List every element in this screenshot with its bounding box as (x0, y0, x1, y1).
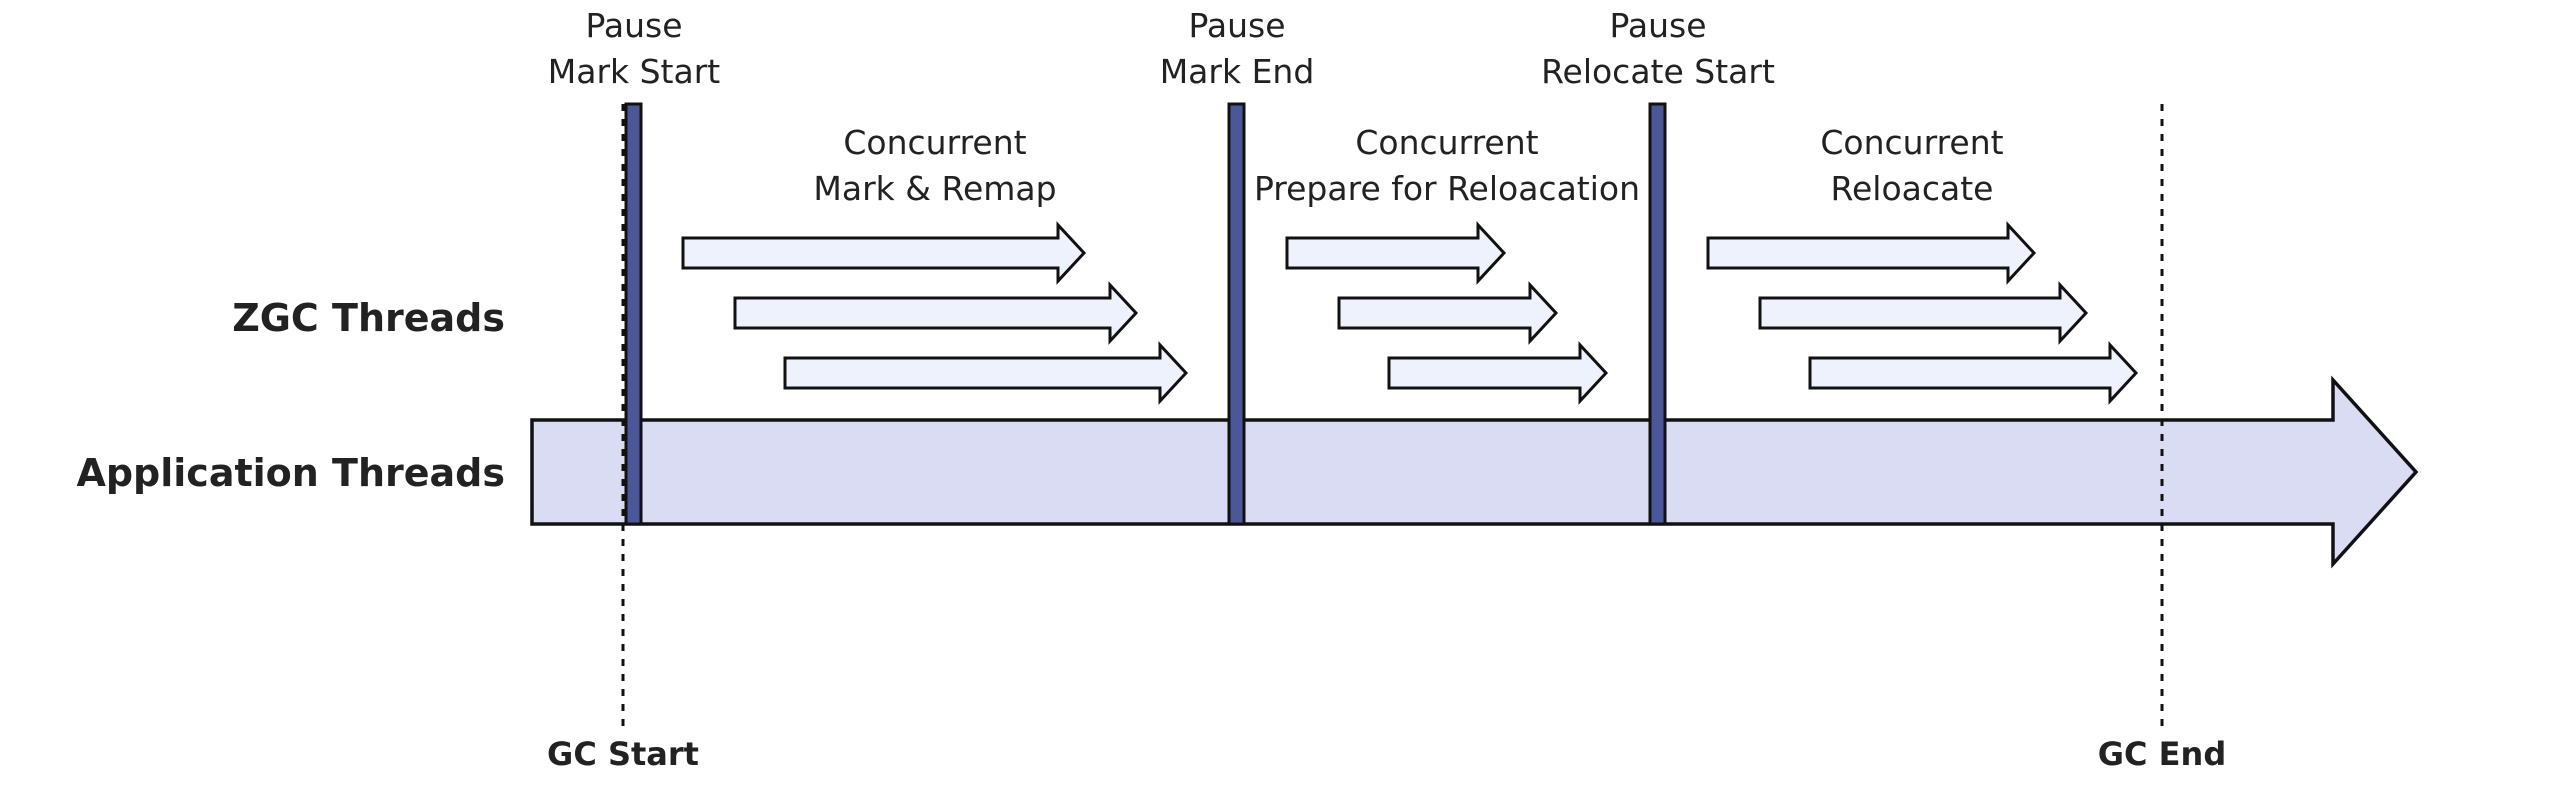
thread-arrow (1337, 281, 1559, 345)
gc-start-label: GC Start (547, 735, 699, 773)
zgc-threads-label: ZGC Threads (232, 296, 505, 340)
thread-arrow (1808, 341, 2139, 405)
pause-label-line1: Pause (1609, 6, 1706, 45)
pause-label-line1: Pause (1188, 6, 1285, 45)
pause-label-line2: Mark Start (548, 52, 721, 91)
pause-label-line2: Relocate Start (1541, 52, 1775, 91)
pause-label-line1: Pause (585, 6, 682, 45)
thread-arrow (681, 221, 1087, 285)
thread-arrow (1387, 341, 1609, 405)
pause-bar-relocate-start (1648, 102, 1667, 526)
phase-label-line2: Prepare for Reloacation (1254, 169, 1640, 208)
gc-end-label: GC End (2098, 735, 2226, 773)
application-threads-label: Application Threads (76, 451, 505, 495)
zgc-thread-arrows-relocate (1706, 221, 2139, 405)
zgc-thread-arrows-prepare (1285, 221, 1609, 405)
thread-arrow (783, 341, 1189, 405)
pause-bar-mark-end (1227, 102, 1246, 526)
thread-arrow (733, 281, 1139, 345)
phase-label-line1: Concurrent (843, 123, 1026, 162)
thread-arrow (1285, 221, 1507, 285)
pause-label-line2: Mark End (1160, 52, 1315, 91)
phase-label-line1: Concurrent (1820, 123, 2003, 162)
pause-bar-mark-start (624, 102, 643, 526)
phase-label-line2: Mark & Remap (813, 169, 1056, 208)
thread-arrow (1758, 281, 2089, 345)
application-threads-arrow (530, 375, 2419, 569)
phase-label-line2: Reloacate (1831, 169, 1994, 208)
zgc-thread-arrows-mark (681, 221, 1189, 405)
thread-arrow (1706, 221, 2037, 285)
phase-label-line1: Concurrent (1355, 123, 1538, 162)
